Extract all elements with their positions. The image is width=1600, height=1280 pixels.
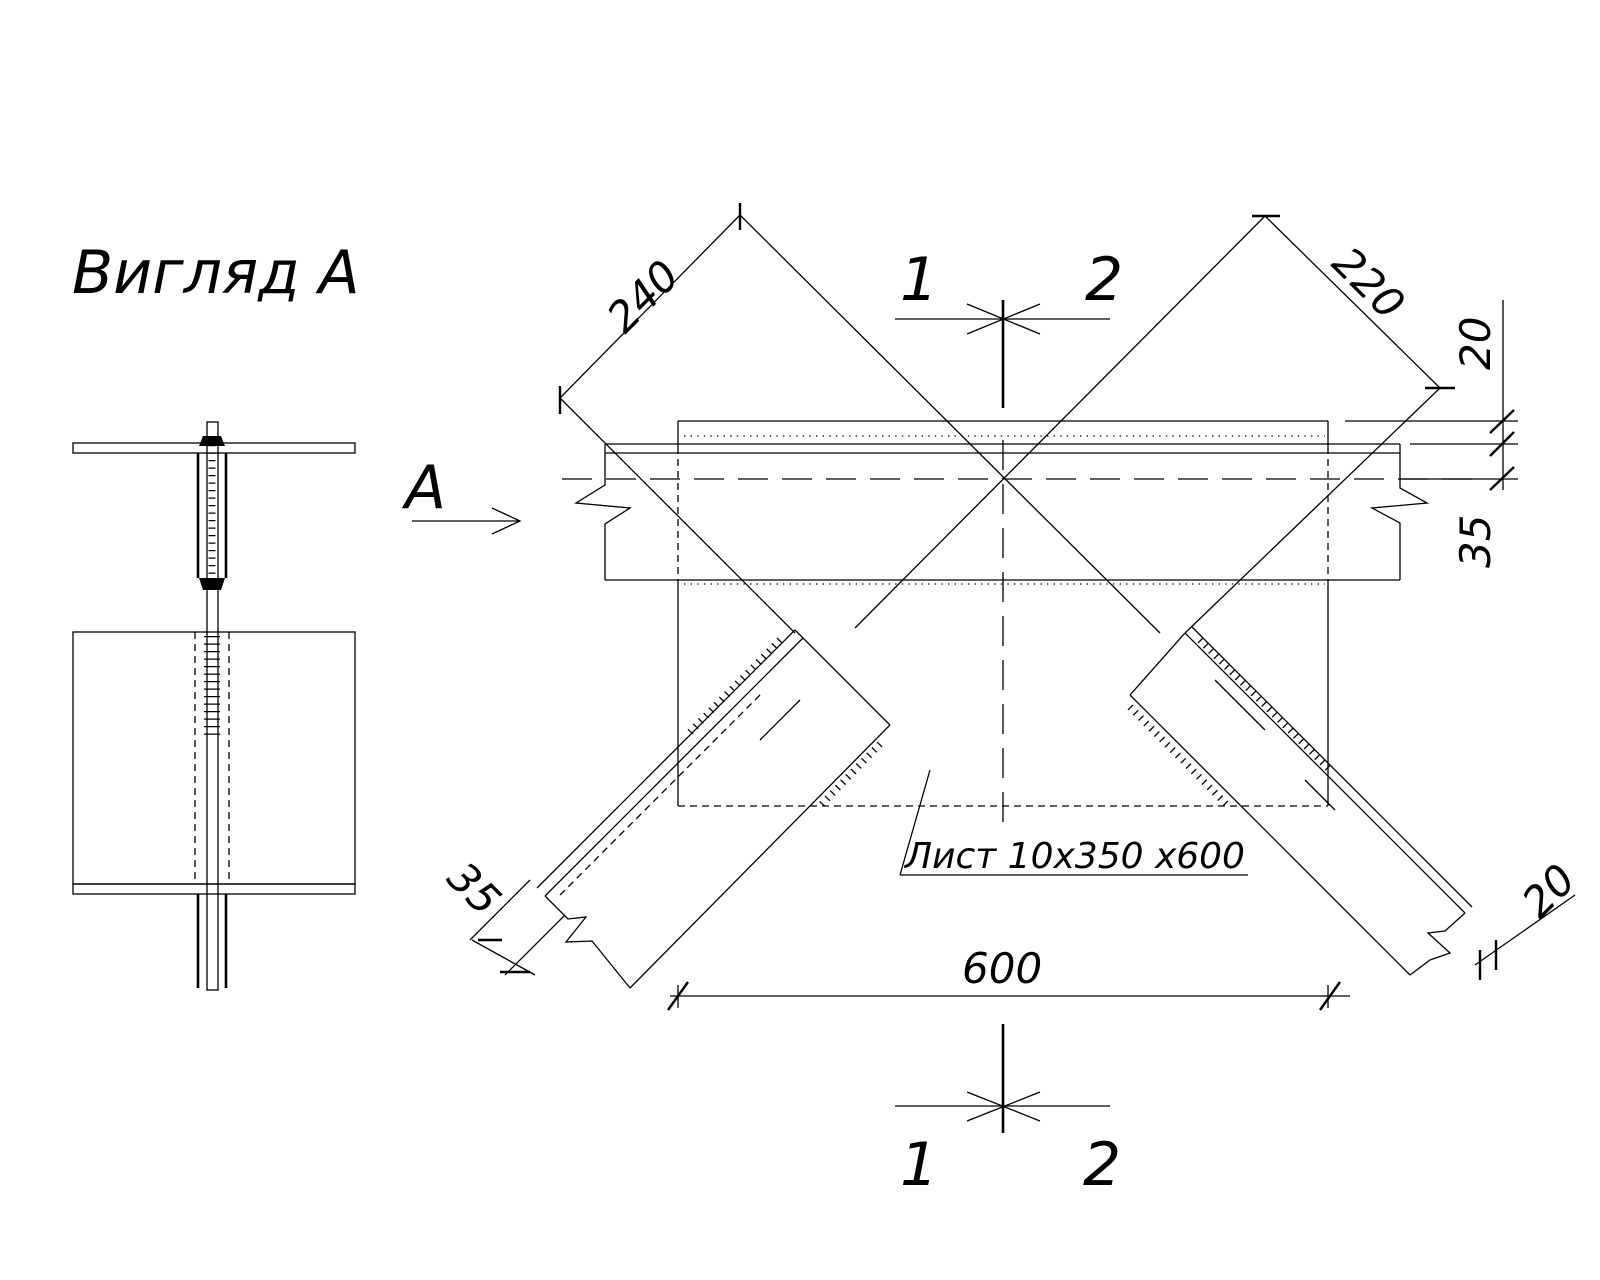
bottom-flange — [72, 883, 356, 895]
diag-axis-left-top — [739, 214, 1161, 634]
dim-right-20: 20 — [1451, 317, 1500, 370]
dim-220-line — [1264, 215, 1441, 389]
plate-note: Лист 10x350 x600 — [903, 836, 1245, 877]
plan-view: 1 2 1 2 — [438, 203, 1585, 1200]
plate-leader — [899, 769, 931, 876]
break-right — [1369, 444, 1430, 580]
side-view — [72, 421, 356, 991]
view-arrow: А — [401, 453, 522, 535]
section-label-bottom-left: 1 — [900, 1130, 938, 1200]
dim-bottom-left-35: 35 — [438, 852, 510, 924]
dim-240-line — [559, 214, 741, 399]
dim-br-line — [1474, 894, 1576, 966]
weld-mark-top — [199, 436, 225, 446]
break-left — [574, 444, 632, 580]
diag-axis-right-top — [854, 215, 1266, 629]
dim-right-35: 35 — [1451, 515, 1500, 568]
dim-220: 220 — [1323, 237, 1414, 328]
brace-right — [1127, 626, 1473, 976]
section-label-top-left: 1 — [900, 245, 938, 315]
section-label-top-right: 2 — [1085, 245, 1123, 315]
view-title: Вигляд А — [72, 238, 360, 308]
view-arrow-label: А — [401, 453, 446, 523]
dim-600: 600 — [962, 944, 1042, 993]
side-body — [72, 631, 356, 885]
section-label-bottom-right: 2 — [1083, 1130, 1121, 1200]
dim-bl-line-1 — [469, 879, 531, 941]
brace-left — [536, 629, 891, 989]
weld-mark — [199, 578, 225, 590]
dim-bottom-right-20: 20 — [1512, 855, 1584, 927]
dim-240: 240 — [597, 251, 688, 342]
gusset-plate — [206, 421, 219, 991]
